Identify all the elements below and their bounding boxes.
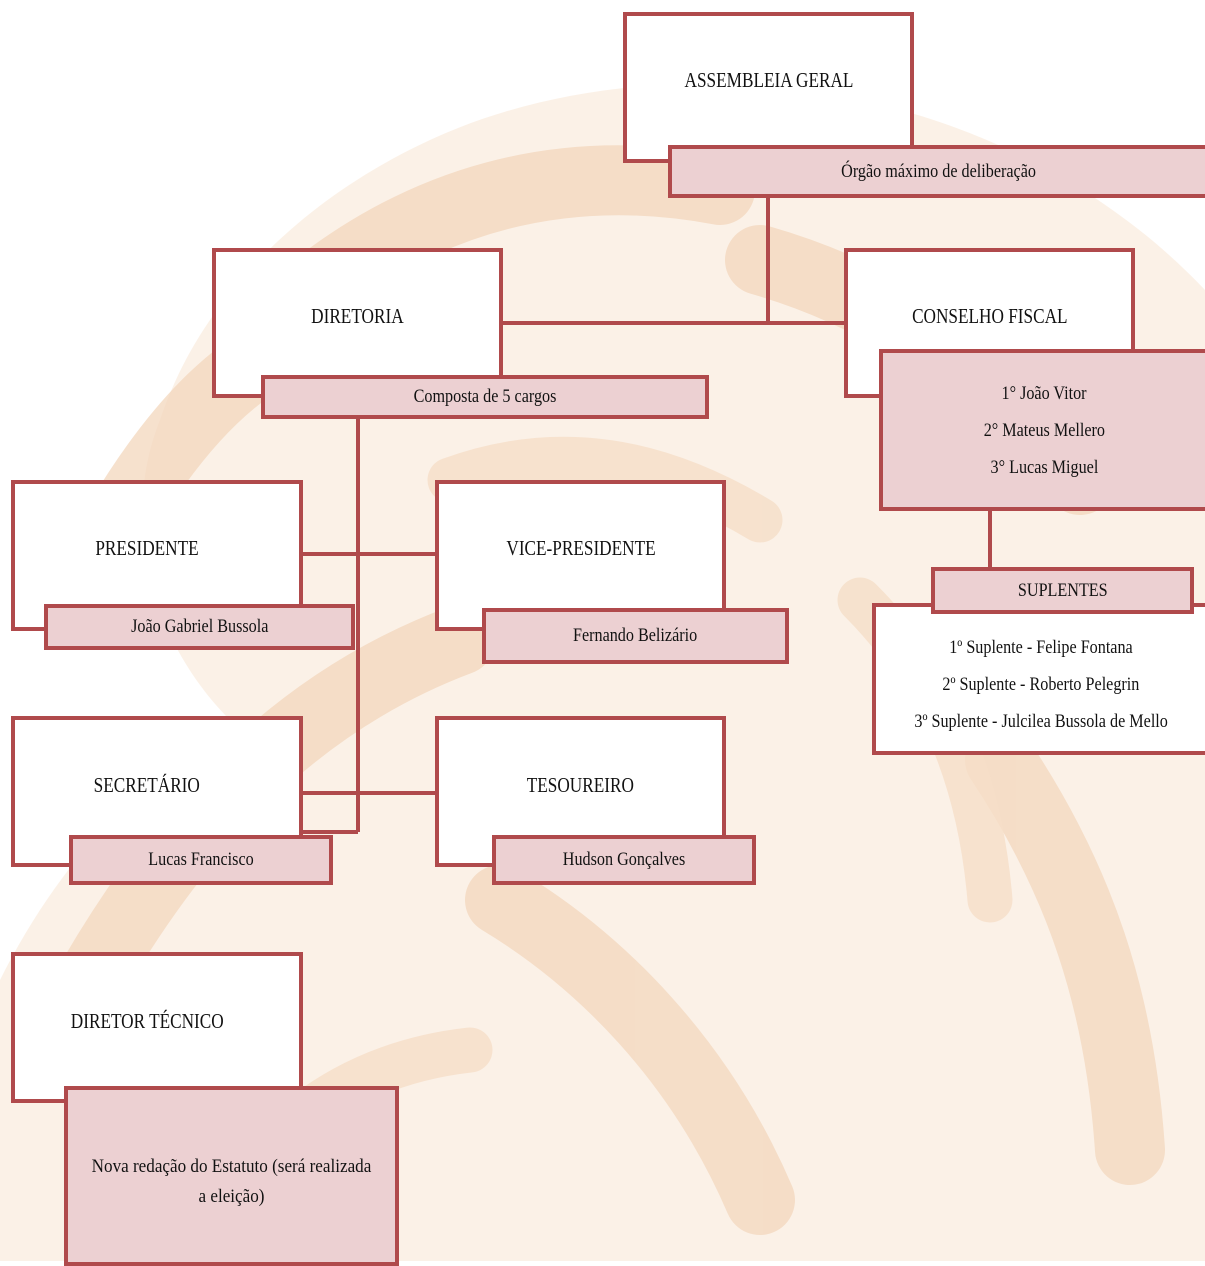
diretor-tecnico-box: DIRETOR TÉCNICO (11, 952, 303, 1103)
suplente-3: 3º Suplente - Julcilea Bussola de Mello (914, 710, 1168, 732)
conselho-fiscal-members: 1° João Vitor 2° Mateus Mellero 3° Lucas… (879, 349, 1205, 511)
secretario-title: SECRETÁRIO (93, 773, 201, 797)
conselho-member-3: 3° Lucas Miguel (990, 456, 1099, 478)
presidente-name: João Gabriel Bussola (44, 604, 355, 650)
secretario-name: Lucas Francisco (69, 835, 333, 885)
assembleia-geral-title: ASSEMBLEIA GERAL (684, 68, 853, 92)
conselho-member-2: 2° Mateus Mellero (983, 419, 1106, 441)
conselho-fiscal-title: CONSELHO FISCAL (911, 304, 1068, 328)
vice-presidente-box: VICE-PRESIDENTE (435, 480, 726, 631)
diretoria-caption: Composta de 5 cargos (261, 375, 709, 419)
vice-presidente-title: VICE-PRESIDENTE (505, 536, 656, 560)
diretor-tecnico-title: DIRETOR TÉCNICO (70, 1009, 224, 1033)
vice-presidente-name: Fernando Belizário (482, 608, 789, 664)
suplente-2: 2º Suplente - Roberto Pelegrin (942, 673, 1140, 695)
tesoureiro-name: Hudson Gonçalves (492, 835, 756, 885)
conselho-member-1: 1° João Vitor (1001, 382, 1088, 404)
presidente-title: PRESIDENTE (95, 536, 199, 560)
diretoria-title: DIRETORIA (311, 304, 404, 328)
assembleia-geral-caption: Órgão máximo de deliberação (668, 145, 1205, 198)
suplentes-box: 1º Suplente - Felipe Fontana 2º Suplente… (872, 603, 1205, 755)
diretor-tecnico-note: Nova redação do Estatuto (será realizada… (64, 1086, 399, 1266)
suplente-1: 1º Suplente - Felipe Fontana (949, 636, 1133, 658)
suplentes-header: SUPLENTES (931, 567, 1194, 614)
assembleia-geral-box: ASSEMBLEIA GERAL (623, 12, 914, 163)
tesoureiro-title: TESOUREIRO (526, 773, 635, 797)
